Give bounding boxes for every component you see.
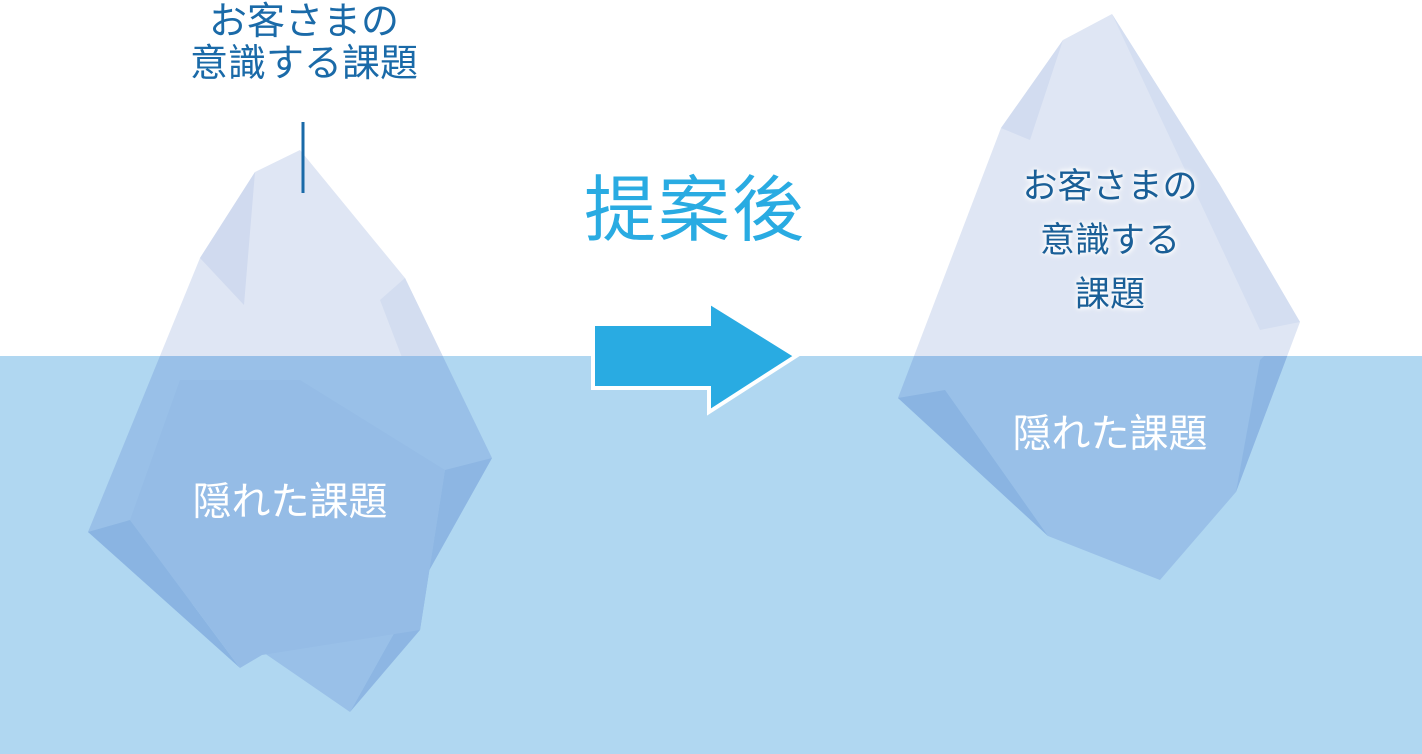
left-visible-issue-label: お客さまの 意識する課題 (154, 0, 454, 84)
right-visible-issue-label: お客さまの 意識する 課題 (980, 160, 1240, 322)
left-visible-issue-line-1: お客さまの (208, 0, 399, 43)
after-proposal-label: 提案後 (583, 168, 806, 252)
right-visible-issue-line-1: お客さまの (1022, 167, 1198, 207)
left-iceberg (88, 122, 492, 712)
right-visible-issue-line-3: 課題 (1074, 275, 1145, 315)
right-arrow-icon (591, 298, 800, 416)
right-iceberg (898, 14, 1300, 580)
left-hidden-issue-label: 隠れた課題 (192, 480, 388, 525)
right-visible-issue-line-2: 意識する (1039, 221, 1180, 261)
right-hidden-issue-label: 隠れた課題 (1012, 412, 1208, 457)
left-visible-issue-line-2: 意識する課題 (189, 41, 418, 85)
